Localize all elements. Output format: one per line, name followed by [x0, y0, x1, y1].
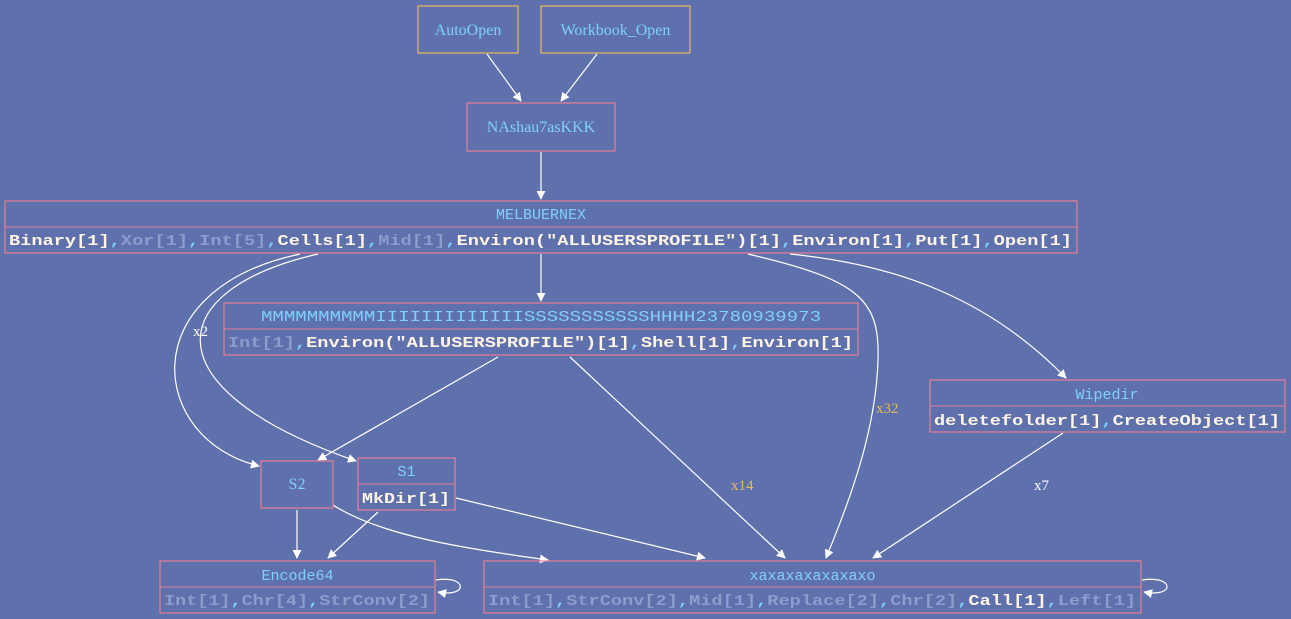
node-title: S1	[397, 464, 415, 481]
node-s2[interactable]: S2	[260, 460, 334, 509]
api-call: MkDir[1]	[362, 491, 450, 508]
edge-s2-xaxa	[332, 504, 549, 564]
call-separator: ,	[188, 233, 199, 250]
edge-melbuernex-s1	[199, 253, 357, 463]
api-call: Shell[1]	[641, 335, 730, 352]
api-call: Binary[1]	[9, 233, 110, 250]
api-call: Cells[1]	[278, 233, 368, 250]
api-call: deletefolder[1]	[934, 413, 1101, 430]
api-call: Call[1]	[968, 593, 1046, 610]
node-call-list: Binary[1],Xor[1],Int[5],Cells[1],Mid[1],…	[9, 233, 1072, 250]
node-title: S2	[289, 476, 306, 493]
api-call: Chr[2]	[890, 593, 957, 610]
edge-s1-xaxa	[455, 497, 706, 561]
node-title: Wipedir	[1075, 387, 1138, 404]
call-separator: ,	[308, 593, 319, 610]
call-separator: ,	[756, 593, 767, 610]
node-nashau7askkk[interactable]: NAshau7asKKK	[466, 102, 616, 152]
node-title: AutoOpen	[435, 22, 502, 39]
call-separator: ,	[904, 233, 915, 250]
api-call: Int[1]	[164, 593, 230, 610]
node-call-list: Int[1],Chr[4],StrConv[2]	[164, 593, 430, 610]
call-separator: ,	[1047, 593, 1058, 610]
node-autoopen[interactable]: AutoOpen	[417, 5, 519, 54]
api-call: Mid[1]	[689, 593, 756, 610]
node-title: MELBUERNEX	[496, 207, 586, 224]
edge-wipedir-xaxa	[872, 432, 1064, 559]
api-call: Replace[2]	[767, 593, 879, 610]
call-separator: ,	[555, 593, 566, 610]
node-workbook-open[interactable]: Workbook_Open	[540, 5, 691, 54]
call-separator: ,	[445, 233, 456, 250]
api-call: Chr[4]	[242, 593, 308, 610]
node-title: Workbook_Open	[561, 22, 671, 39]
edge-autoopen-nashau	[486, 53, 522, 102]
api-call: CreateObject[1]	[1113, 413, 1280, 430]
call-separator: ,	[879, 593, 890, 610]
api-call: Int[1]	[488, 593, 555, 610]
node-call-list: MkDir[1]	[362, 491, 450, 508]
edge-mmmm-xaxa	[569, 356, 786, 559]
call-separator: ,	[630, 335, 641, 352]
node-title: NAshau7asKKK	[487, 119, 596, 136]
node-s1[interactable]: S1 MkDir[1]	[357, 457, 456, 511]
node-mmmm[interactable]: MMMMMMMMMMIIIIIIIIIIIIISSSSSSSSSSSHHHH23…	[223, 302, 859, 356]
node-call-list: Int[1],Environ("ALLUSERSPROFILE")[1],She…	[228, 335, 853, 352]
call-separator: ,	[730, 335, 741, 352]
call-separator: ,	[110, 233, 121, 250]
node-title: xaxaxaxaxaxaxo	[749, 568, 875, 585]
call-separator: ,	[957, 593, 968, 610]
call-separator: ,	[982, 233, 993, 250]
call-separator: ,	[781, 233, 792, 250]
call-separator: ,	[678, 593, 689, 610]
api-call: Open[1]	[994, 233, 1072, 250]
api-call: StrConv[2]	[319, 593, 430, 610]
edge-label-melbuernex-xaxa: x32	[876, 401, 899, 417]
api-call: Put[1]	[915, 233, 982, 250]
node-title: MMMMMMMMMMIIIIIIIIIIIIISSSSSSSSSSSHHHH23…	[261, 309, 821, 326]
edge-s1-encode64	[327, 511, 379, 559]
edge-mmmm-s2	[317, 356, 499, 461]
call-separator: ,	[230, 593, 241, 610]
node-melbuernex[interactable]: MELBUERNEX Binary[1],Xor[1],Int[5],Cells…	[4, 200, 1078, 254]
call-separator: ,	[1101, 413, 1112, 430]
edge-label-melbuernex-s1: x2	[193, 324, 208, 340]
node-call-list: Int[1],StrConv[2],Mid[1],Replace[2],Chr[…	[488, 593, 1136, 610]
edge-melbuernex-xaxa	[747, 253, 879, 559]
api-call: Int[5]	[199, 233, 266, 250]
node-call-list: deletefolder[1],CreateObject[1]	[934, 413, 1280, 430]
api-call: Environ("ALLUSERSPROFILE")[1]	[457, 233, 781, 250]
edge-label-wipedir-xaxa: x7	[1034, 478, 1050, 494]
api-call: Mid[1]	[378, 233, 445, 250]
node-encode64[interactable]: Encode64 Int[1],Chr[4],StrConv[2]	[159, 560, 436, 614]
call-separator: ,	[367, 233, 378, 250]
api-call: StrConv[2]	[566, 593, 678, 610]
edge-melbuernex-wipedir	[789, 253, 1067, 379]
api-call: Int[1]	[228, 335, 295, 352]
api-call: Environ[1]	[792, 233, 904, 250]
edge-label-mmmm-xaxa: x14	[731, 478, 754, 494]
node-xaxaxaxaxaxaxo[interactable]: xaxaxaxaxaxaxo Int[1],StrConv[2],Mid[1],…	[483, 560, 1142, 614]
api-call: Xor[1]	[121, 233, 188, 250]
edge-workbook-nashau	[560, 53, 598, 102]
node-wipedir[interactable]: Wipedir deletefolder[1],CreateObject[1]	[929, 379, 1286, 433]
edge-xaxa-self	[1141, 578, 1168, 598]
node-title: Encode64	[261, 568, 333, 585]
api-call: Environ("ALLUSERSPROFILE")[1]	[306, 335, 630, 352]
api-call: Left[1]	[1058, 593, 1136, 610]
edge-encode64-self	[435, 578, 461, 598]
call-separator: ,	[295, 335, 306, 352]
call-separator: ,	[266, 233, 277, 250]
api-call: Environ[1]	[741, 335, 853, 352]
edge-melbuernex-s2	[174, 253, 301, 469]
